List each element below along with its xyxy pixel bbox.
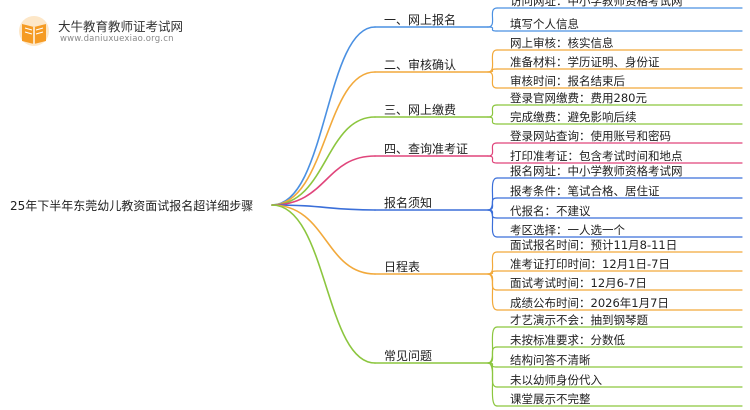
leaf-label: 审核时间：报名结束后 [510, 74, 625, 88]
root-branch-edge [271, 204, 376, 364]
leaf-label: 未按标准要求：分数低 [510, 333, 625, 347]
logo-title: 大牛教育教师证考试网 [58, 19, 184, 34]
leaf-label: 网上审核：核实信息 [510, 36, 614, 50]
branch-label: 常见问题 [384, 349, 433, 363]
leaf-label: 填写个人信息 [510, 17, 579, 31]
branch-leaf-edge [487, 116, 498, 125]
branch-leaf-edge [487, 326, 498, 364]
book-logo-icon [19, 16, 49, 46]
leaf-label: 成绩公布时间：2026年1月7日 [510, 296, 669, 310]
leaf-label: 代报名：不建议 [510, 204, 591, 218]
site-logo: 大牛教育教师证考试网 www.daniuxuexiao.org.cn [14, 14, 214, 48]
leaf-label: 准考证打印时间：12月1日-7日 [510, 257, 670, 271]
leaf-label: 结构问答不清晰 [510, 353, 591, 367]
logo-url: www.daniuxuexiao.org.cn [60, 34, 174, 44]
leaf-label: 考区选择：一人选一个 [510, 223, 625, 237]
leaf-label: 完成缴费：避免影响后续 [510, 110, 637, 124]
root-branch-edge [271, 26, 376, 206]
leaf-label: 打印准考证：包含考试时间和地点 [510, 149, 683, 163]
leaf-label: 面试报名时间：预计11月8-11日 [510, 238, 678, 252]
branch-label: 二、审核确认 [384, 58, 457, 72]
branch-leaf-edge [487, 71, 498, 89]
branch-leaf-edge [487, 26, 498, 32]
branch-leaf-edge [487, 273, 498, 311]
branch-leaf-edge [487, 155, 498, 164]
root-branch-edge [271, 71, 376, 206]
root-topic: 25年下半年东莞幼儿教资面试报名超详细步骤 [10, 199, 254, 213]
leaf-label: 报名网址：中小学教师资格考试网 [510, 164, 683, 178]
leaf-label: 报考条件：笔试合格、居住证 [510, 184, 660, 198]
branch-label: 四、查询准考证 [384, 142, 469, 156]
branch-label: 三、网上缴费 [384, 103, 457, 117]
branch-label: 报名须知 [384, 196, 433, 210]
branch-leaf-edge [487, 197, 498, 211]
branch-leaf-edge [487, 346, 498, 364]
leaf-label: 准备材料：学历证明、身份证 [510, 55, 660, 69]
branch-label: 一、网上报名 [384, 13, 457, 27]
leaf-label: 登录网站查询：使用账号和密码 [510, 129, 671, 143]
root-branch-edge [271, 204, 376, 275]
root-branch-edge [271, 204, 376, 211]
branch-leaf-edge [487, 142, 498, 157]
branch-leaf-edge [487, 209, 498, 238]
root-branch-edge [271, 116, 376, 206]
leaf-label: 未以幼师身份代入 [510, 373, 602, 387]
root-branch-edge [271, 155, 376, 206]
leaf-label: 登录官网缴费：费用280元 [510, 91, 647, 105]
branch-leaf-edge [487, 104, 498, 118]
branch-leaf-edge [487, 7, 498, 28]
leaf-label: 面试考试时间：12月6-7日 [510, 276, 647, 290]
branch-label: 日程表 [384, 260, 421, 274]
branch-leaf-edge [487, 362, 498, 407]
leaf-label: 课堂展示不完整 [510, 392, 591, 406]
leaf-label: 才艺演示不会：抽到钢琴题 [510, 313, 648, 327]
branch-leaf-edge [487, 177, 498, 211]
leaf-label: 访问网址：中小学教师资格考试网 [510, 0, 683, 8]
